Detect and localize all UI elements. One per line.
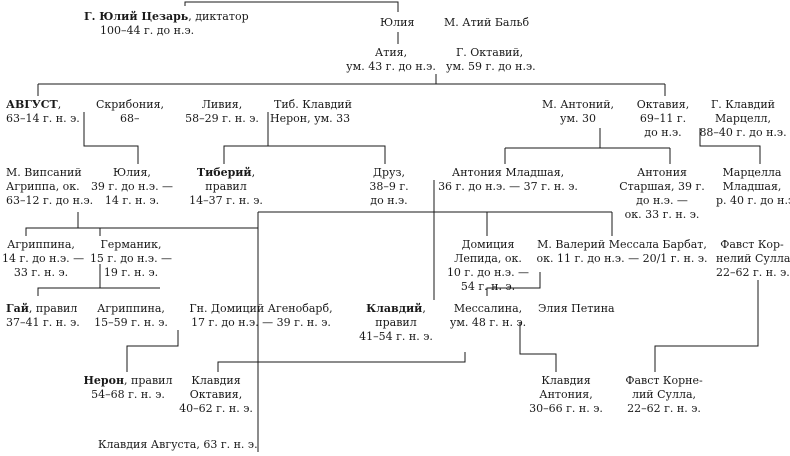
person-mark-antony: М. Антоний,ум. 30 <box>541 98 615 125</box>
person-julia-caesaris: Юлия <box>380 16 415 29</box>
person-augustus: АВГУСТ, 63–14 г. н. э. <box>6 98 80 125</box>
person-caesar: Г. Юлий Цезарь, диктатор 100–44 г. до н.… <box>84 10 249 37</box>
person-julia-elder: Юлия,39 г. до н.э. —14 г. н. э. <box>90 166 174 207</box>
person-drusus: Друз,38–9 г.до н.э. <box>369 166 409 207</box>
person-faustus-sulla-1: Фавст Кор-нелий Сулла,22–62 г. н. э. <box>716 238 790 279</box>
person-antonia-minor: Антония Младшая,36 г. до н.э. — 37 г. н.… <box>438 166 578 193</box>
person-agrippina-elder: Агриппина,14 г. до н.э. —33 г. н. э. <box>2 238 85 279</box>
person-messala-barbatus: М. Валерий Мессала Барбат,ок. 11 г. до н… <box>536 238 708 265</box>
person-gaius-caligula: Гай, правил 37–41 г. н. э. <box>6 302 80 329</box>
person-aelia-paetina: Элия Петина <box>538 302 615 315</box>
person-atius-balbus: М. Атий Бальб <box>444 16 530 29</box>
person-agrippina-younger: Агриппина,15–59 г. н. э. <box>94 302 168 329</box>
person-scribonia: Скрибония,68– <box>96 98 165 125</box>
person-octavia: Октавия,69–11 г.до н.э. <box>636 98 690 139</box>
person-atia: Атия,ум. 43 г. до н.э. <box>346 46 436 73</box>
person-nero: Нерон, правил 54–68 г. н. э. <box>83 374 173 401</box>
person-livia: Ливия,58–29 г. н. э. <box>185 98 259 125</box>
person-germanicus: Германик,15 г. до н.э. —19 г. н. э. <box>89 238 173 279</box>
person-claudia-augusta: Клавдия Августа, 63 г. н. э. <box>98 438 258 451</box>
person-messalina: Мессалина,ум. 48 г. н. э. <box>449 302 527 329</box>
person-gaius-octavius: Г. Октавий,ум. 59 г. до н.э. <box>446 46 536 73</box>
person-faustus-sulla-2: Фавст Корне-лий Сулла,22–62 г. н. э. <box>625 374 703 415</box>
person-ahenobarbus: Гн. Домиций Агенобарб,17 г. до н.э. — 39… <box>189 302 333 329</box>
